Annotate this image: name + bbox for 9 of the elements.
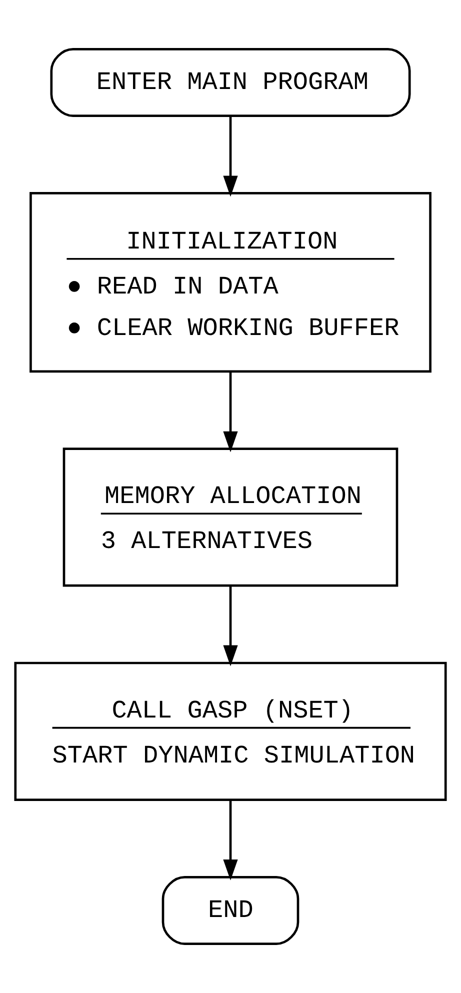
arrow <box>223 116 238 197</box>
node-box: END <box>162 876 300 945</box>
arrow <box>223 372 238 452</box>
node-box: INITIALIZATION ● READ IN DATA ● CLEAR WORKING BUFFER <box>30 192 432 373</box>
node-box: CALL GASP (NSET) START DYNAMIC SIMULATION <box>14 662 447 801</box>
arrow <box>223 586 238 666</box>
node-box: ENTER MAIN PROGRAM <box>50 48 411 117</box>
node-box: MEMORY ALLOCATION 3 ALTERNATIVES <box>62 448 398 587</box>
arrow <box>223 800 238 880</box>
